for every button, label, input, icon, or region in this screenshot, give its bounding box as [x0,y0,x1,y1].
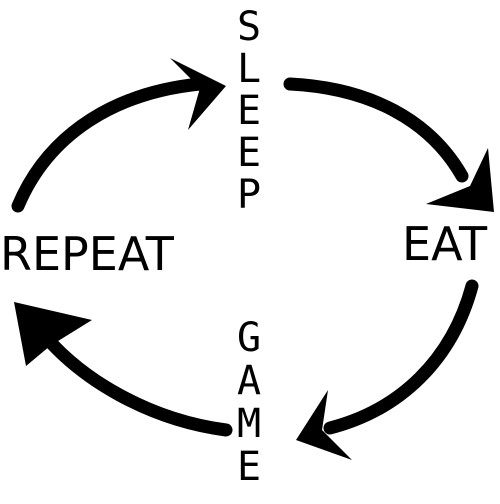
letter: A [237,358,261,404]
curved-arrow-icon [33,323,233,437]
letter: G [237,315,261,361]
letter: E [237,88,261,134]
arrowhead-icon [14,302,92,366]
arrow-eat-to-game [296,279,479,460]
letter: S [237,4,261,50]
letter: L [237,46,261,92]
arrow-sleep-to-eat [283,77,494,212]
label-eat: EAT [402,217,488,271]
arrow-game-to-repeat [14,302,233,437]
letter: E [237,130,261,176]
letter: M [237,401,261,447]
label-repeat: REPEAT [0,227,175,281]
curved-arrow-icon [283,77,469,183]
arrow-repeat-to-sleep [11,58,226,213]
letter: E [237,444,261,490]
letter: P [237,172,261,218]
arrowhead-icon [296,390,352,460]
arrowhead-icon [170,58,226,130]
arrowhead-icon [426,148,494,212]
curved-arrow-icon [323,279,479,435]
curved-arrow-icon [11,77,207,213]
